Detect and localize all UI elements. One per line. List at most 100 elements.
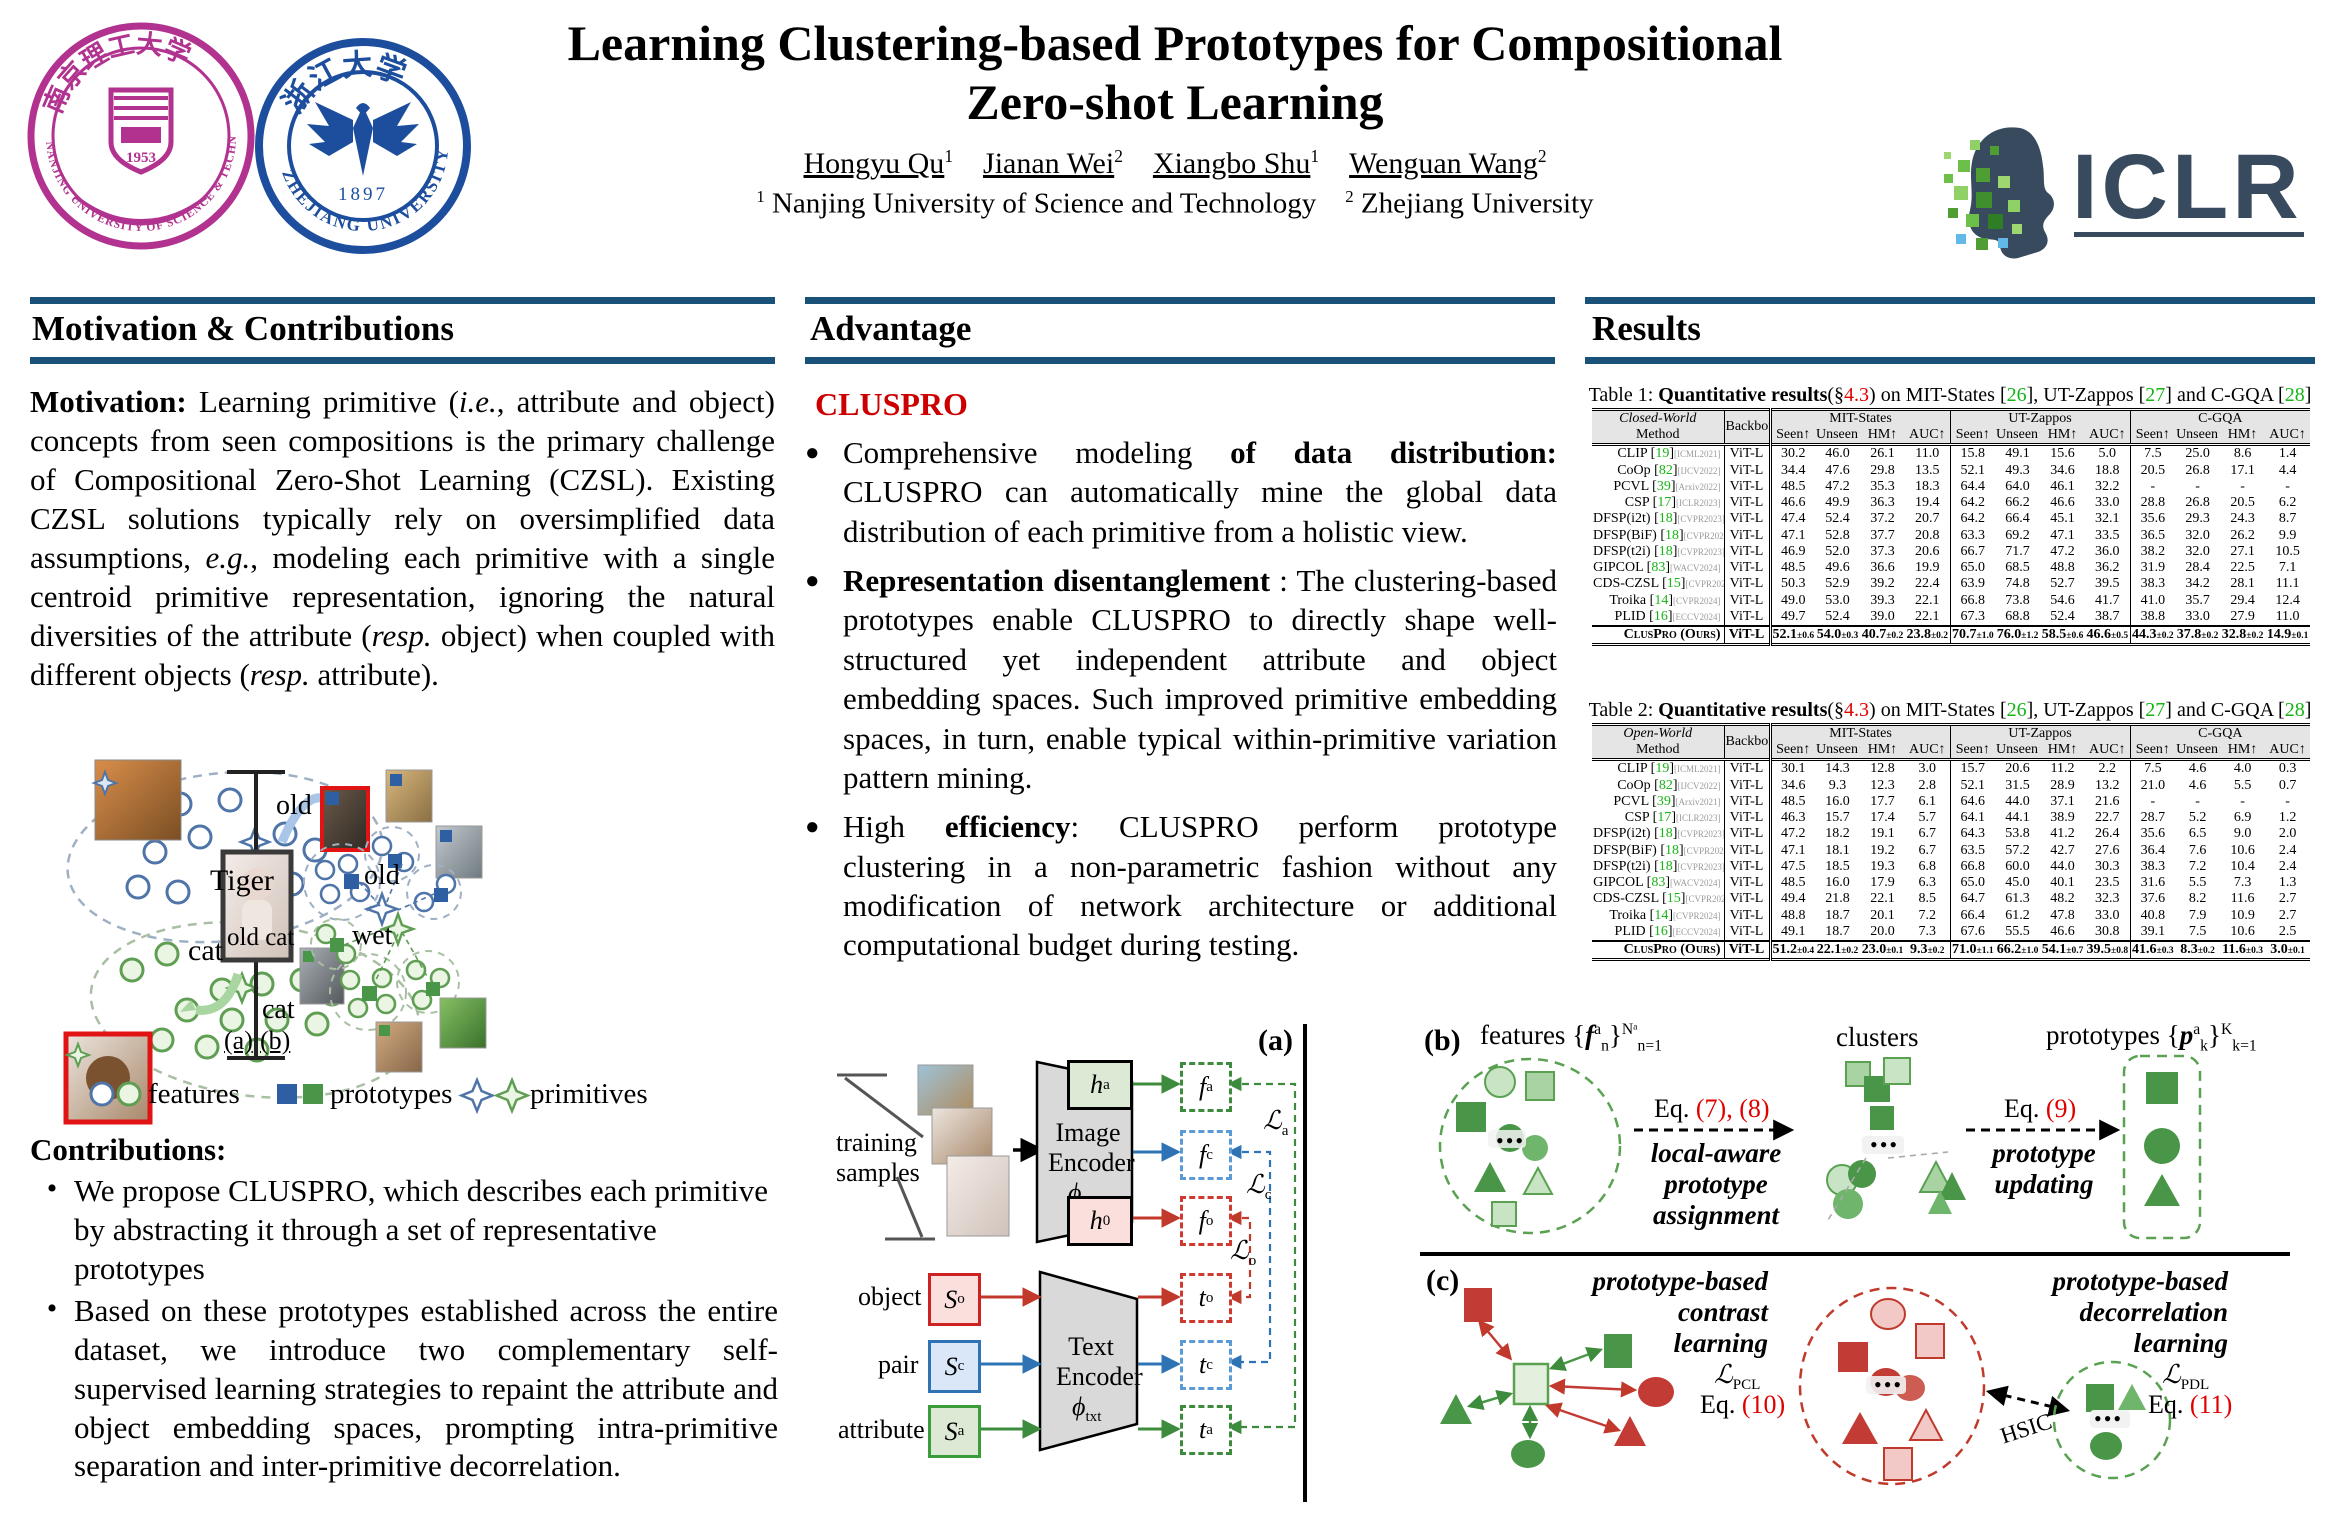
table-cell: MIT-States bbox=[1770, 409, 1951, 428]
table-cell: 9.3±0.2 bbox=[1909, 942, 1945, 958]
table-cell: 74.8 bbox=[2005, 576, 2030, 592]
advantage-item: ● Comprehensive modeling of data distrib… bbox=[805, 433, 1557, 551]
table-cell: ViT-L bbox=[1724, 527, 1772, 544]
table-cell: 17.9 bbox=[1870, 875, 1895, 891]
table-cell: 4.6 bbox=[2188, 777, 2207, 793]
cluster-shapes bbox=[1826, 1057, 1966, 1221]
tiger-label: Tiger bbox=[210, 864, 274, 897]
table-cell: 7.5 bbox=[2188, 923, 2207, 939]
table-cell: 47.2 bbox=[2050, 543, 2075, 559]
text-segment: , modeling each primitive with a single … bbox=[30, 540, 775, 654]
table-cell: 67.3 bbox=[1949, 608, 1996, 627]
table-cell: 49.1 bbox=[1781, 923, 1806, 939]
text-segment: CLUSPRO can automatically mine the globa… bbox=[843, 474, 1557, 549]
table-cell: ViT-L bbox=[1724, 810, 1772, 827]
table-cell: PCVL [39][Arxiv2022] bbox=[1592, 478, 1725, 496]
table-cell: 3.0 bbox=[1918, 761, 1937, 777]
table-cell: 3.0±0.1 bbox=[2270, 942, 2305, 958]
advantage-item: ● Representation disentanglement : The c… bbox=[805, 561, 1557, 797]
njust-year: 1953 bbox=[126, 150, 156, 166]
table-cell: 11.0 bbox=[2275, 608, 2300, 624]
text-segment: Eq. bbox=[1700, 1390, 1742, 1419]
table-cell: 33.0 bbox=[2185, 608, 2210, 624]
table-cell: AUC↑ bbox=[1905, 742, 1951, 760]
table-cell: 41.0 bbox=[2129, 592, 2176, 609]
text-segment: Representation disentanglement bbox=[843, 563, 1271, 599]
text-encoder-label: Text Encoder bbox=[1056, 1332, 1143, 1391]
legend-primitives: primitives bbox=[530, 1078, 648, 1110]
table-cell: HM↑ bbox=[1860, 427, 1905, 445]
table-cell: 12.8 bbox=[1870, 761, 1895, 777]
table-cell: 36.5 bbox=[2129, 527, 2176, 544]
table-cell: 20.6 bbox=[2005, 761, 2030, 777]
table-cell: ViT-L bbox=[1724, 875, 1772, 892]
text-segment: (11) bbox=[2189, 1390, 2233, 1419]
table-cell: 13.5 bbox=[1915, 462, 1940, 478]
table-cell: 49.1 bbox=[2005, 446, 2030, 462]
table-cell: 0.3 bbox=[2278, 761, 2297, 777]
table-cell: 46.6 bbox=[2050, 495, 2075, 511]
table-cell: DFSP(t2i) [18][CVPR2023] bbox=[1592, 858, 1725, 876]
table-cell: 46.9 bbox=[1781, 543, 1806, 559]
table-cell: 23.8±0.2 bbox=[1906, 627, 1949, 643]
table-cell: 38.7 bbox=[2095, 608, 2120, 624]
table-cell: PLID [16][ECCV2024] bbox=[1592, 923, 1725, 942]
table-cell: 5.0 bbox=[2098, 446, 2117, 462]
table-cell: 47.6 bbox=[1825, 462, 1850, 478]
poster-title-line2: Zero-shot Learning bbox=[966, 74, 1384, 130]
table-cell: 19.9 bbox=[1915, 560, 1940, 576]
text-segment: 2 bbox=[1345, 187, 1354, 206]
features-circle bbox=[1438, 1057, 1622, 1235]
divider bbox=[1585, 297, 2315, 304]
table-cell: 47.8 bbox=[2050, 907, 2075, 923]
table-cell: - bbox=[2195, 478, 2200, 494]
table-cell: 70.7±1.0 bbox=[1949, 626, 1996, 645]
loss-o-label: ℒo bbox=[1230, 1236, 1256, 1270]
table-cell: 8.7 bbox=[2278, 511, 2297, 527]
cat-arrow-label: cat bbox=[262, 994, 295, 1025]
table-cell: 15.7 bbox=[1949, 759, 1996, 778]
table-cell: 46.6±0.5 bbox=[2086, 627, 2129, 643]
table-cell: 26.8 bbox=[2185, 462, 2210, 478]
table-cell: Troika [14][CVPR2024] bbox=[1592, 907, 1725, 924]
table-cell: 58.5±0.6 bbox=[2041, 627, 2084, 643]
panel-c: (c) prototype-based contrast learning ℒP… bbox=[1418, 1258, 2326, 1516]
table-cell: ViT-L bbox=[1724, 759, 1772, 778]
motivation-figure: Tiger cat old cat old cat old wet (a) (b… bbox=[30, 742, 775, 1127]
table-row: DFSP(BiF) [18][CVPR2023]ViT-L47.152.837.… bbox=[1592, 527, 2310, 544]
text-segment: ) on MIT-States [ bbox=[1869, 699, 2007, 721]
table-cell: 61.3 bbox=[2005, 891, 2030, 907]
table-cell: 1.3 bbox=[2278, 875, 2297, 891]
table-cell: UT-Zappos bbox=[1949, 724, 2131, 743]
table-cell: ViT-L bbox=[1724, 560, 1772, 577]
table-cell: 53.8 bbox=[2005, 826, 2030, 842]
text-segment: ], UT-Zappos [ bbox=[2026, 699, 2146, 721]
eq10-label: Eq. (10) bbox=[1700, 1390, 1785, 1420]
table-cell: 48.8 bbox=[2050, 560, 2075, 576]
advantage-block: CLUSPRO ● Comprehensive modeling of data… bbox=[805, 386, 1557, 965]
text-segment: o bbox=[1205, 1212, 1214, 1229]
table-cell: Backbone bbox=[1724, 409, 1772, 445]
table-cell: DFSP(i2t) [18][CVPR2023] bbox=[1592, 511, 1725, 528]
text-segment: p bbox=[2179, 1020, 2194, 1050]
table-cell: ViT-L bbox=[1724, 478, 1772, 496]
text-segment: Nᵃ bbox=[1621, 1021, 1638, 1038]
table-cell: 6.7 bbox=[1918, 842, 1937, 858]
text-segment: 28 bbox=[2284, 384, 2305, 406]
text-segment: Wenguan Wang bbox=[1349, 147, 1538, 180]
pdl-title: prototype-based decorrelation learning bbox=[2052, 1266, 2228, 1358]
table-cell: 10.6 bbox=[2230, 842, 2255, 858]
table-cell: 42.7 bbox=[2050, 842, 2075, 858]
text-segment: object) when coupled with different obje… bbox=[30, 618, 775, 693]
text-segment: c bbox=[1206, 1146, 1213, 1163]
text-segment: f bbox=[1198, 1206, 1206, 1235]
table-cell: 10.6 bbox=[2230, 923, 2255, 939]
